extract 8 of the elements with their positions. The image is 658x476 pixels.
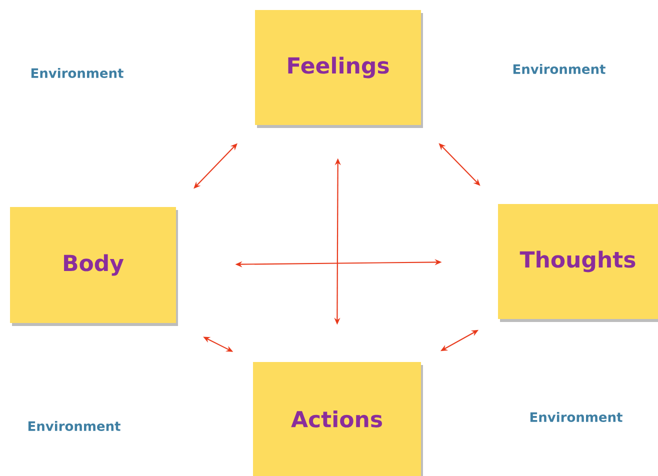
environment-label: Environment [530, 412, 622, 422]
environment-label: Environment [513, 64, 606, 74]
environment-label: Environment [31, 68, 124, 78]
environment-label: Environment [28, 420, 120, 432]
sticky-note: Actions [253, 362, 423, 476]
sticky-note: Body [10, 207, 178, 326]
sticky-note: Thoughts [498, 204, 658, 322]
sticky-note: Feelings [255, 10, 423, 128]
